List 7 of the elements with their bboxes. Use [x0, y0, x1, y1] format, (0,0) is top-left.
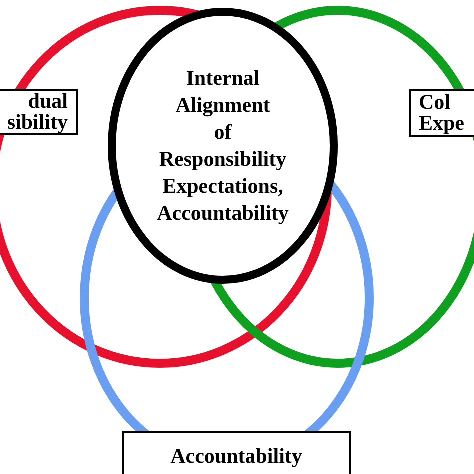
box-label: Accountability [170, 446, 304, 466]
box-label: Col Expe [419, 92, 466, 134]
label-box [122, 431, 351, 474]
box-label: dual sibility [6, 91, 68, 133]
circle-text: Internal Alignment of Responsibility Expectations, Accountability [156, 65, 290, 227]
label-box [0, 89, 78, 135]
label-box [409, 89, 474, 137]
